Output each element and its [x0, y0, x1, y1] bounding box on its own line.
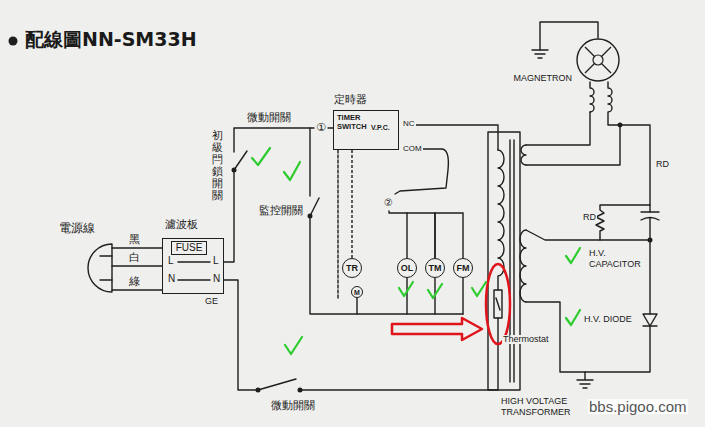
terminal-label: L [167, 256, 175, 266]
fuse-box: FUSE [171, 241, 207, 255]
switch-label: 微動開關 [270, 400, 316, 411]
node-text: FM [457, 264, 470, 273]
terminal-label: N [212, 274, 221, 284]
oven-lamp: OL [397, 258, 417, 278]
node-heading: 濾波板 [165, 219, 198, 230]
terminal-label: N [167, 274, 176, 284]
magnetron-cross [585, 47, 611, 73]
node-text: M [354, 289, 360, 296]
fan-motor: FM [453, 258, 473, 278]
node-text: FUSE [176, 243, 203, 253]
part-label: H.V. DIODE [583, 315, 633, 324]
motor-terminal: M [351, 286, 363, 298]
wire-color: 綠 [128, 276, 141, 287]
terminal-number: ② [383, 198, 394, 208]
wire-connector [407, 213, 435, 258]
part-label: H.V. CAPACITOR [588, 248, 646, 270]
diagram-title: 配線圖NN-SM33H [24, 30, 198, 49]
switch-label: 初級閂鎖開關 [212, 130, 223, 203]
cord-label: 電源線 [58, 222, 96, 234]
magnetron-symbol [576, 38, 620, 82]
wire-color: RD [655, 160, 670, 169]
wire-connector [435, 213, 463, 258]
terminal-label: V.P.C. [370, 124, 391, 131]
magnetron-core [593, 55, 603, 65]
turntable-motor: TM [425, 258, 445, 278]
terminal-label: COM [402, 145, 423, 153]
switch-label: 監控開關 [258, 205, 304, 216]
part-label: Thermostat [502, 335, 550, 344]
wire-color: 白 [128, 252, 141, 263]
node-text: TR [346, 264, 358, 273]
wire-color: 黑 [128, 234, 141, 245]
node-heading: 定時器 [334, 94, 367, 105]
part-label: HIGH VOLTAGE TRANSFORMER [500, 396, 574, 418]
node-heading: MAGNETRON [514, 74, 573, 83]
timer-motor: TR [342, 258, 362, 278]
wire-connector [351, 150, 352, 258]
wire-color: RD [582, 213, 597, 222]
node-text: TM [429, 264, 442, 273]
magnetron-outline [577, 39, 619, 81]
terminal-label: L [212, 256, 220, 266]
terminal-number: ① [315, 122, 327, 133]
terminal-label: GE [204, 297, 219, 306]
magnetron: MAGNETRON [576, 38, 620, 82]
filter-board: 濾波板FUSE [162, 238, 224, 294]
node-text: TIMER SWITCH [337, 114, 373, 131]
node-text: OL [401, 264, 414, 273]
switch-label: 微動開關 [246, 112, 292, 123]
terminal-label: NC [402, 120, 416, 128]
watermark: bbs.pigoo.com [588, 399, 688, 414]
